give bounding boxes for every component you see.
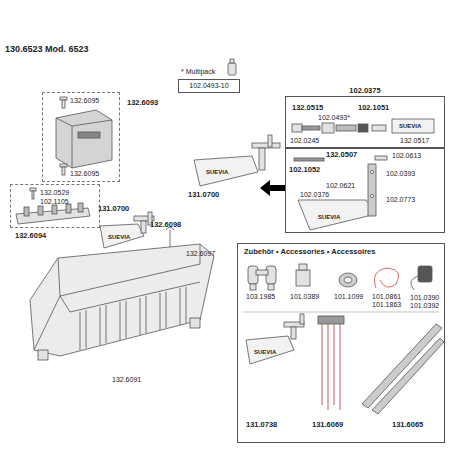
group-number: Zubehör • Accessories • Accessoires	[244, 248, 375, 256]
part-number: 132.6097	[186, 250, 215, 258]
brand-mark: SUEVIA	[108, 233, 130, 241]
group-box: 102.1052	[285, 148, 445, 233]
part-number: 102.1051	[358, 104, 389, 112]
part-number: 132.6098	[150, 221, 181, 229]
part-number: 102.0613	[392, 152, 421, 160]
part-number: 132.6095	[70, 97, 99, 105]
part-number: 132.0529	[40, 189, 69, 197]
part-number: 102.0621	[326, 182, 355, 190]
part-number: 132.6091	[112, 376, 141, 384]
part-number: 101.0389	[290, 293, 319, 301]
group-number: * Multipack	[181, 68, 215, 76]
brand-mark: SUEVIA	[318, 213, 340, 221]
group-box: Zubehör • Accessories • Accessoires	[237, 243, 445, 443]
group-number: 132.6093	[127, 99, 158, 107]
part-number: 131.6065	[392, 421, 423, 429]
part-number: 131.0700	[188, 191, 219, 199]
group-box: * Multipack102.0493-10	[178, 79, 240, 93]
part-number: 101.0392	[410, 302, 439, 310]
brand-mark: SUEVIA	[254, 348, 276, 356]
group-box: 132.6093	[42, 92, 120, 182]
part-number: 132.0507	[326, 151, 357, 159]
part-number: 132.0517	[400, 137, 429, 145]
group-number: 102.1052	[289, 166, 320, 174]
part-number: 102.1105	[40, 198, 69, 206]
part-number: 102.0245	[290, 137, 319, 145]
part-number: 103.1985	[246, 293, 275, 301]
part-number: 102.0493-10	[189, 82, 228, 90]
brand-mark: SUEVIA	[206, 168, 228, 176]
group-number: 102.0375	[349, 87, 380, 95]
part-number: 101.0390	[410, 294, 439, 302]
part-number: 132.6095	[70, 170, 99, 178]
part-number: 131.6069	[312, 421, 343, 429]
part-number: 102.0393	[386, 170, 415, 178]
part-number: 102.0773	[386, 196, 415, 204]
brand-mark: SUEVIA	[399, 122, 421, 130]
group-number: 132.6094	[15, 232, 46, 240]
part-number: 101.1099	[334, 293, 363, 301]
part-number: 102.0493*	[318, 114, 350, 122]
part-number: 101.0861	[372, 293, 401, 301]
diagram-title: 130.6523 Mod. 6523	[5, 44, 89, 54]
part-number: 131.0700	[98, 205, 129, 213]
part-number: 132.0515	[292, 104, 323, 112]
part-number: 131.0738	[246, 421, 277, 429]
part-number: 101.1863	[372, 301, 401, 309]
part-number: 102.0376	[300, 191, 329, 199]
